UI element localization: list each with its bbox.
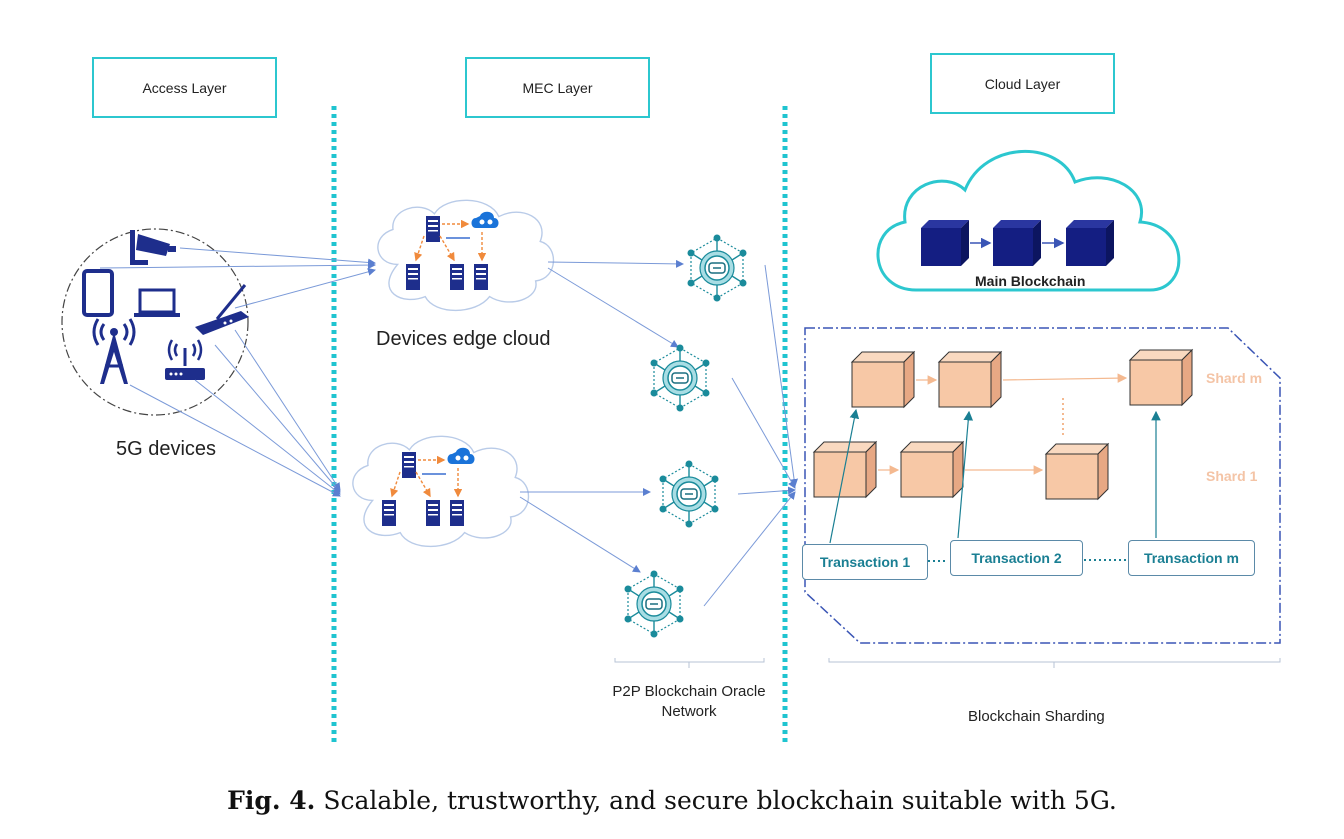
- caption-text: Scalable, trustworthy, and secure blockc…: [315, 786, 1117, 815]
- sharding-label: Blockchain Sharding: [968, 708, 1105, 725]
- figure-caption: Fig. 4. Scalable, trustworthy, and secur…: [0, 786, 1344, 815]
- laptop-icon: [134, 288, 180, 317]
- shard-1-block-3: [1045, 443, 1109, 500]
- devices-label: 5G devices: [116, 438, 217, 460]
- shard-m-block-1: [851, 351, 915, 408]
- oracle-node-3: [658, 459, 720, 529]
- devices-circle: [61, 228, 249, 416]
- camera-icon: [130, 230, 176, 265]
- shard-1-block-1: [813, 441, 877, 498]
- access-layer-box: Access Layer: [92, 57, 277, 118]
- oracle-network-label-line1: P2P Blockchain Oracle: [612, 683, 766, 700]
- cell-tower-icon: [92, 318, 136, 384]
- shard-m-label: Shard m: [1206, 370, 1263, 386]
- shard-m-block-3: [1129, 349, 1193, 406]
- shard-1-block-2: [900, 441, 964, 498]
- transaction-m-box: Transaction m: [1128, 540, 1255, 576]
- oracle-node-1: [686, 233, 748, 303]
- shard-m-block-2: [938, 351, 1002, 408]
- cloud-layer-label: Cloud Layer: [984, 75, 1061, 92]
- main-block-1: [921, 220, 969, 266]
- tablet-icon: [82, 269, 114, 317]
- access-layer-label: Access Layer: [142, 79, 227, 96]
- mec-layer-box: MEC Layer: [465, 57, 650, 118]
- main-blockchain-label: Main Blockchain: [975, 273, 1086, 289]
- sharding-container: [804, 327, 1281, 644]
- edge-cloud-label: Devices edge cloud: [376, 328, 551, 350]
- wifi-router-icon: [165, 339, 205, 380]
- oracle-node-4: [623, 569, 685, 639]
- sharding-brace: [828, 658, 1281, 668]
- edge-cloud-top: [377, 199, 555, 312]
- shard-1-label: Shard 1: [1206, 468, 1258, 484]
- main-block-3: [1066, 220, 1114, 266]
- oracle-node-2: [649, 343, 711, 413]
- cloud-layer-box: Cloud Layer: [930, 53, 1115, 114]
- router-icon: [195, 284, 249, 335]
- transaction-1-box: Transaction 1: [802, 544, 928, 580]
- transaction-2-box: Transaction 2: [950, 540, 1083, 576]
- edge-cloud-bottom: [352, 435, 530, 548]
- main-block-2: [993, 220, 1041, 266]
- caption-prefix: Fig. 4.: [227, 786, 316, 815]
- oracle-network-label-line2: Network: [661, 703, 717, 720]
- mec-layer-label: MEC Layer: [522, 79, 593, 96]
- oracle-brace: [614, 658, 765, 668]
